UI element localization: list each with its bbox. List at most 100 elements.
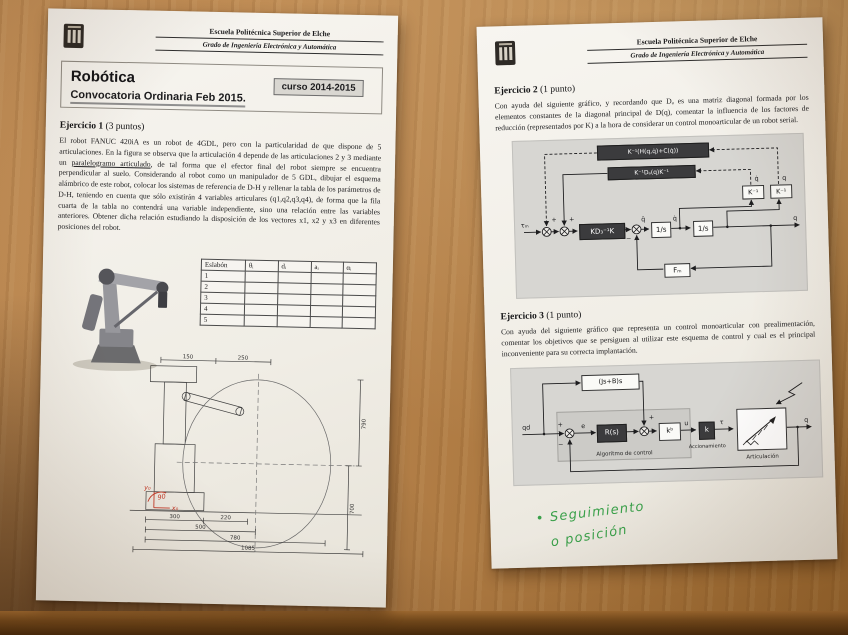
block-kb-gain: kᵇ — [658, 422, 682, 441]
dh-cell-empty — [310, 272, 343, 285]
dh-cell-empty — [244, 282, 278, 294]
sum-minus-sign: − — [626, 235, 632, 243]
dimension-drawing: 150 250 790 700 300 220 500 780 1085 90 … — [129, 354, 368, 558]
dh-header-a: aᵢ — [310, 261, 343, 274]
handwritten-angle-90: 90 — [157, 492, 167, 501]
dh-cell-empty — [309, 305, 343, 318]
exercise3-body: Con ayuda del siguiente gráfico que repr… — [500, 318, 816, 359]
diagram1-wires: τₘ q̈ q̇ q q̇ q + + − — [521, 147, 800, 272]
control-diagram-ej3: qd e u τ q + − + (Js+B)s R(s) kᵇ k — [510, 359, 824, 486]
dim-300: 300 — [169, 514, 180, 520]
dh-cell-empty — [244, 304, 278, 316]
dh-cell-empty — [277, 271, 311, 284]
dh-row-num: 4 — [200, 303, 245, 316]
exam-subtitle: Convocatoria Ordinaria Feb 2015. — [70, 88, 246, 108]
signal-q: q — [793, 214, 797, 222]
figure-row: Eslabón θᵢ dᵢ aᵢ αᵢ 1 2 3 4 5 — [55, 240, 379, 371]
exercise3-points: (1 punto) — [543, 310, 582, 322]
joint-load-symbol — [742, 415, 776, 446]
dh-row-num: 5 — [200, 314, 245, 327]
exercise2-points: (1 punto) — [537, 84, 576, 96]
dh-cell-empty — [277, 282, 311, 295]
block-inertia-coriolis: K⁻¹(H(q,q̇)+C(q̇)) — [596, 142, 710, 161]
dim-790: 790 — [361, 418, 367, 429]
block-kd3k: KD₃⁻¹K — [579, 223, 626, 241]
block-kinv-2: K⁻¹ — [770, 184, 793, 200]
exam-title-block: Robótica Convocatoria Ordinaria Feb 2015… — [60, 60, 384, 115]
dh-cell-empty — [244, 315, 277, 327]
header-lines: Escuela Politécnica Superior de Elche Gr… — [586, 30, 808, 64]
dh-cell-empty — [310, 294, 343, 307]
dh-cell-empty — [341, 306, 376, 318]
block-integrator-2: 1/s — [693, 220, 714, 238]
dh-cell-empty — [245, 271, 278, 283]
exercise2-label: Ejercicio 2 — [494, 85, 538, 97]
dh-row-num: 3 — [200, 292, 245, 305]
dh-row-num: 2 — [200, 281, 246, 294]
block-joint — [736, 407, 788, 451]
exercise1-body-underlined: paralelogramo articulado — [71, 157, 151, 169]
dh-cell-empty — [277, 293, 311, 306]
left-exam-page: Escuela Politécnica Superior de Elche Gr… — [35, 8, 399, 608]
dh-header-theta: θᵢ — [245, 260, 279, 272]
signal-q-top: q — [782, 174, 786, 182]
signal-qdot-top: q̇ — [755, 175, 759, 183]
exercise1-label: Ejercicio 1 — [59, 120, 104, 132]
dim-500: 500 — [195, 525, 206, 531]
dh-header-eslabon: Eslabón — [201, 259, 246, 272]
dim-150: 150 — [183, 354, 194, 360]
sum-plus-sign: + — [551, 216, 557, 224]
sum-plus-sign: + — [557, 420, 563, 428]
block-actuator-gain: k — [698, 421, 716, 440]
dh-cell-empty — [342, 273, 377, 285]
dh-header-d: dᵢ — [277, 260, 312, 273]
dh-cell-empty — [309, 316, 342, 329]
right-page-header: Escuela Politécnica Superior de Elche Gr… — [493, 30, 808, 69]
signal-qddot: q̈ — [641, 216, 645, 224]
robot-photo — [72, 268, 169, 371]
dim-1085: 1085 — [241, 546, 256, 552]
signal-tau: τ — [720, 418, 724, 426]
dim-220: 220 — [220, 515, 231, 521]
handwritten-y0-axis: y₀ — [143, 484, 151, 492]
block-regulator: R(s) — [596, 423, 628, 443]
block-da-matrix: K⁻¹Dₐ(q)K⁻¹ — [607, 165, 696, 181]
block-feedforward: (Js+B)s — [581, 373, 640, 391]
dh-cell-empty — [276, 315, 310, 328]
dim-250: 250 — [238, 355, 249, 361]
table-edge — [0, 611, 848, 635]
exercise3-label: Ejercicio 3 — [500, 311, 545, 323]
diagram2-wires: qd e u τ q + − + — [522, 380, 812, 472]
course-badge: curso 2014-2015 — [273, 78, 364, 98]
signal-qd-desired: qd — [522, 423, 530, 431]
block-friction-fm: Fₘ — [664, 263, 691, 279]
handwritten-x0-axis: x₀ — [171, 504, 179, 512]
control-diagram-ej2: τₘ q̈ q̇ q q̇ q + + − K⁻¹(H(q,q̇)+C(q̇))… — [511, 133, 809, 300]
left-page-header: Escuela Politécnica Superior de Elche Gr… — [61, 21, 384, 58]
university-logo-icon — [494, 40, 516, 66]
exercise1-points: (3 puntos) — [103, 121, 145, 133]
dh-row: 5 — [200, 314, 376, 329]
dh-table: Eslabón θᵢ dᵢ aᵢ αᵢ 1 2 3 4 5 — [199, 258, 377, 330]
dim-780: 780 — [230, 535, 241, 541]
signal-u: u — [684, 419, 688, 427]
header-lines: Escuela Politécnica Superior de Elche Gr… — [155, 23, 384, 56]
dh-cell-empty — [342, 295, 376, 307]
dh-row-num: 1 — [201, 270, 246, 283]
right-exam-page: Escuela Politécnica Superior de Elche Gr… — [476, 17, 838, 569]
sum-plus-sign: + — [569, 216, 575, 224]
handwritten-note: • Seguimiento o posición — [535, 479, 821, 550]
signal-q-out: q — [804, 415, 808, 423]
sum-plus-sign: + — [649, 413, 655, 421]
exercise2-body: Con ayuda del siguiente gráfico, y recor… — [494, 92, 810, 133]
signal-tau-m: τₘ — [521, 222, 529, 230]
block-integrator-1: 1/s — [651, 221, 672, 239]
dh-cell-empty — [276, 304, 311, 317]
exercise1-body-post: , de tal forma que el efector final del … — [57, 159, 382, 233]
dh-cell-empty — [244, 293, 278, 305]
signal-qdot: q̇ — [673, 215, 677, 223]
dh-cell-empty — [341, 317, 376, 329]
dim-700: 700 — [350, 503, 356, 514]
university-logo-icon — [63, 23, 84, 49]
